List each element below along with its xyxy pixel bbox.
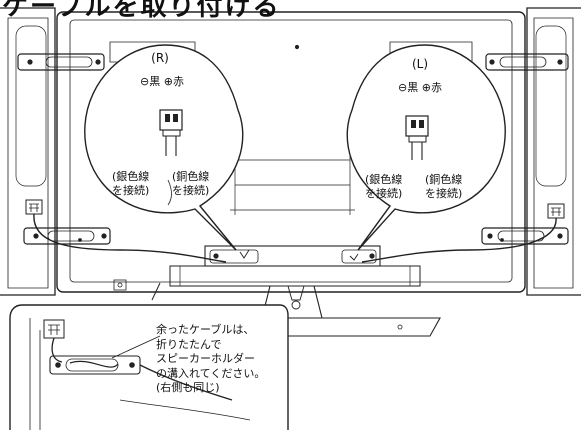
inset-detail <box>9 282 289 430</box>
inset-note-line: 折りたたんで <box>156 337 222 351</box>
silver-wire-line-2: を接続) <box>112 184 150 197</box>
copper-wire-line-2: を接続) <box>425 187 463 200</box>
speaker-holder-top-right <box>485 53 569 71</box>
left-speaker-panel <box>0 7 56 296</box>
polarity-label-r: ⊖黒 ⊕赤 <box>140 75 184 88</box>
inset-note-line: の溝入れてください。 <box>156 366 266 380</box>
speaker-terminal-right <box>547 203 565 219</box>
silver-wire-line-1: (銀色線 <box>365 173 403 186</box>
silver-wire-note-l: (銀色線 を接続) <box>365 173 402 201</box>
copper-wire-note-l: (銅色線 を接続) <box>425 173 462 201</box>
right-speaker-panel <box>526 7 581 296</box>
page-heading: ケーブルを取り付ける <box>2 0 281 22</box>
silver-wire-line-1: (銀色線 <box>112 170 150 183</box>
inset-note-line: 余ったケーブルは、 <box>156 323 255 336</box>
channel-label-l: (L) <box>411 57 429 71</box>
channel-label-r: (R) <box>151 51 169 65</box>
polarity-label-l: ⊖黒 ⊕赤 <box>398 81 442 94</box>
callout-bubble-r <box>84 44 244 251</box>
terminal-board <box>204 245 381 267</box>
silver-wire-line-2: を接続) <box>365 187 403 200</box>
copper-wire-line-1: (銅色線 <box>425 173 463 186</box>
speaker-holder-top-left <box>17 53 105 71</box>
copper-wire-line-2: を接続) <box>172 184 210 197</box>
inset-note-line: (右側も同じ) <box>156 381 220 394</box>
copper-wire-line-1: (銅色線 <box>172 170 210 183</box>
silver-wire-note-r: (銀色線 を接続) <box>112 170 149 198</box>
inset-note-line: スピーカーホルダー <box>156 352 255 365</box>
inset-note: 余ったケーブルは、 折りたたんで スピーカーホルダー の溝入れてください。 (右… <box>156 323 265 396</box>
copper-wire-note-r: (銅色線 を接続) <box>172 170 209 198</box>
speaker-holder-bottom-left <box>23 227 111 245</box>
speaker-terminal-left <box>25 199 43 215</box>
callout-bubble-l <box>346 44 506 251</box>
speaker-cables <box>33 213 557 263</box>
